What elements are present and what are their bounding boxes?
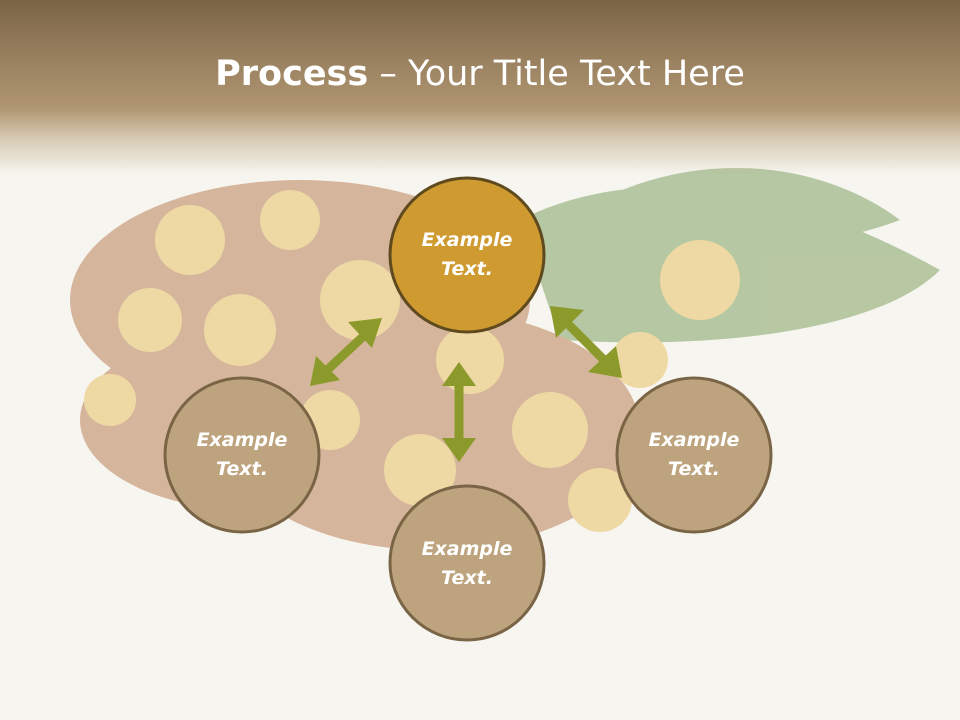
slide-title: Process – Your Title Text Here — [0, 52, 960, 96]
node-top-line2: Text. — [441, 258, 493, 280]
title-bold-part: Process — [215, 54, 369, 94]
node-bottom-line1: Example — [421, 538, 513, 560]
node-top-circle[interactable] — [388, 176, 546, 334]
node-left-label: Example Text. — [167, 426, 317, 484]
node-left-line1: Example — [196, 429, 288, 451]
node-right-label: Example Text. — [619, 426, 769, 484]
node-bottom-label: Example Text. — [392, 535, 542, 593]
node-right-circle[interactable] — [615, 376, 773, 534]
node-left-line2: Text. — [216, 458, 268, 480]
node-top-label: Example Text. — [392, 226, 542, 284]
node-bottom-line2: Text. — [441, 567, 493, 589]
node-right-line1: Example — [648, 429, 740, 451]
double-arrow-icon — [442, 362, 476, 462]
node-right-line2: Text. — [668, 458, 720, 480]
double-arrow-icon — [310, 318, 382, 386]
double-arrow-icon — [550, 306, 622, 378]
header-band — [0, 0, 960, 175]
node-top-line1: Example — [421, 229, 513, 251]
node-left-circle[interactable] — [163, 376, 321, 534]
title-rest-part: – Your Title Text Here — [368, 54, 745, 94]
node-bottom-circle[interactable] — [388, 484, 546, 642]
